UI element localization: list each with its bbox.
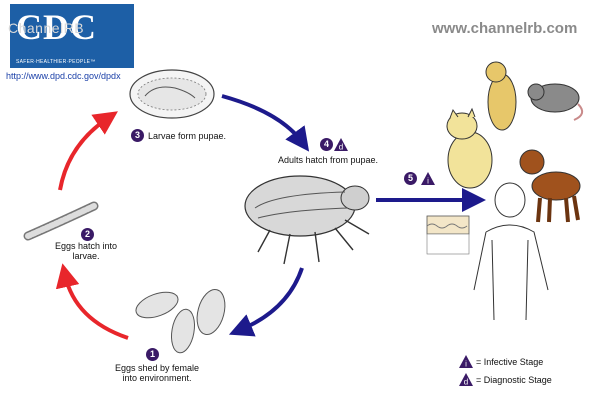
site-watermark: www.channelrb.com — [432, 20, 578, 37]
cat-illustration — [446, 107, 493, 189]
legend-infective-marker: i — [465, 360, 467, 369]
stage-4-label: Adults hatch from pupae. — [277, 155, 379, 165]
rat-illustration — [527, 83, 584, 121]
infective-marker-icon: i — [421, 172, 435, 185]
stage-2-label: Eggs hatch into larvae. — [54, 241, 118, 262]
larva-illustration — [23, 201, 99, 241]
legend-diagnostic-icon: d — [459, 373, 473, 386]
arrow-adult-to-eggs — [228, 267, 304, 337]
stage-4-marker: d — [339, 143, 343, 152]
logo-text: CDC — [16, 7, 97, 47]
stage-4-number-badge: 4 — [320, 138, 333, 151]
adult-flea-illustration — [244, 175, 370, 265]
logo-overlay-watermark: ChannelRB — [8, 20, 85, 36]
stage-1-label: Eggs shed by female into environment. — [114, 363, 200, 384]
legend-diagnostic-marker: d — [464, 378, 468, 387]
stage-1-number-badge: 1 — [146, 348, 159, 361]
pupa-illustration — [129, 69, 215, 119]
stage-2-number-badge: 2 — [81, 228, 94, 241]
source-url: http://www.dpd.cdc.gov/dpdx — [6, 71, 121, 81]
stage-3-label: Larvae form pupae. — [148, 131, 227, 141]
legend-infective-label: = Infective Stage — [476, 357, 544, 367]
diagnostic-marker-icon: d — [334, 138, 348, 151]
arrow-pupae-to-adult — [221, 94, 310, 152]
skin-section-illustration — [426, 215, 470, 255]
eggs-illustration — [135, 289, 226, 354]
human-silhouette — [473, 182, 549, 321]
prairie-dog-illustration — [485, 61, 517, 131]
dog-illustration — [519, 149, 581, 223]
cdc-logo: CDC SAFER·HEALTHIER·PEOPLE™ — [10, 4, 134, 68]
arrow-larvae-to-pupae — [58, 111, 118, 191]
legend-diagnostic-label: = Diagnostic Stage — [476, 375, 552, 385]
arrow-eggs-to-larvae — [55, 263, 129, 340]
stage-3-number-badge: 3 — [131, 129, 144, 142]
stage-5-number-badge: 5 — [404, 172, 417, 185]
logo-tagline: SAFER·HEALTHIER·PEOPLE™ — [16, 59, 96, 65]
legend-infective-icon: i — [459, 355, 473, 368]
stage-5-marker: i — [427, 177, 429, 186]
